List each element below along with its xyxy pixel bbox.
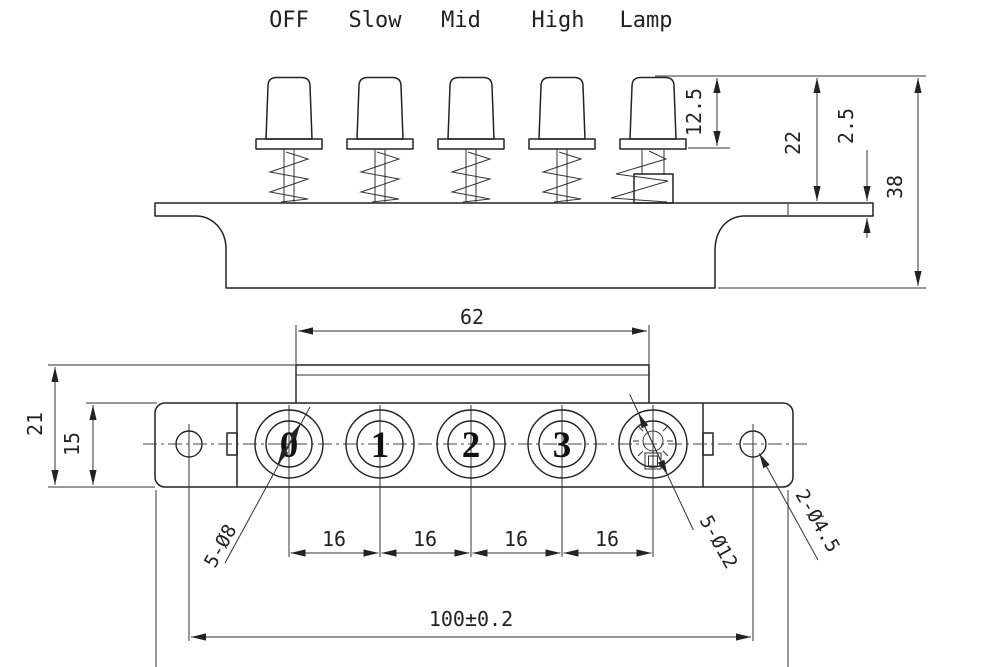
- mounting-strip: [154, 402, 794, 488]
- button-1-plan: 1: [345, 409, 415, 479]
- dim-pitch-3: 16: [504, 527, 528, 551]
- side-view-body: [154, 202, 874, 289]
- button-digit-2: 2: [462, 425, 481, 466]
- dim-15: 15: [60, 432, 84, 456]
- label-slow: Slow: [349, 8, 403, 33]
- button-2-plan: 2: [436, 409, 506, 479]
- callout-mount-holes: 2-Ø4.5: [791, 486, 844, 556]
- dim-100: 100±0.2: [429, 607, 513, 631]
- pitch-dimensions: 16 16 16 16: [290, 527, 652, 557]
- position-labels: OFF Slow Mid High Lamp: [269, 8, 672, 33]
- button-off-side: [255, 76, 323, 203]
- label-lamp: Lamp: [620, 8, 673, 33]
- push-buttons-plan: 0 1 2 3: [254, 409, 688, 479]
- button-digit-1: 1: [371, 425, 390, 466]
- button-3-plan: 3: [527, 409, 597, 479]
- dim-pitch-4: 16: [595, 527, 619, 551]
- plan-view: 0 1 2 3: [23, 305, 844, 667]
- callout-button-holes: 5-Ø12: [695, 512, 742, 573]
- raised-block: [295, 364, 650, 403]
- dim-2-5: 2.5: [834, 108, 858, 144]
- lamp-housing-side: [633, 173, 674, 204]
- dim-62: 62: [460, 305, 484, 329]
- button-lamp-side: [610, 76, 687, 204]
- button-digit-3: 3: [553, 425, 572, 466]
- lamp-bulb-icon: [633, 421, 673, 470]
- button-lamp-plan: [618, 409, 688, 479]
- label-mid: Mid: [441, 8, 481, 33]
- callout-button-caps: 5-Ø8: [200, 521, 241, 572]
- dim-22: 22: [781, 131, 805, 155]
- side-view: OFF Slow Mid High Lamp: [154, 8, 926, 289]
- button-mid-side: [437, 76, 505, 203]
- label-off: OFF: [269, 8, 309, 33]
- side-view-dimensions: 12.5 22 2.5 38: [655, 75, 926, 289]
- button-slow-side: [346, 76, 414, 203]
- dim-pitch-1: 16: [322, 527, 346, 551]
- dim-38: 38: [883, 175, 907, 199]
- label-high: High: [532, 8, 585, 33]
- callout-5-d12: 5-Ø12: [629, 393, 742, 573]
- dim-pitch-2: 16: [413, 527, 437, 551]
- push-buttons-side: [255, 76, 687, 204]
- dim-21: 21: [23, 412, 47, 436]
- button-high-side: [528, 76, 596, 203]
- plan-view-dimensions: 62 21 15 16 16 16 16 100±0: [23, 305, 789, 667]
- callout-2-d45: 2-Ø4.5: [758, 453, 844, 561]
- dim-12-5: 12.5: [682, 88, 706, 136]
- center-lines: [143, 325, 807, 641]
- base-plate-profile: [154, 202, 874, 289]
